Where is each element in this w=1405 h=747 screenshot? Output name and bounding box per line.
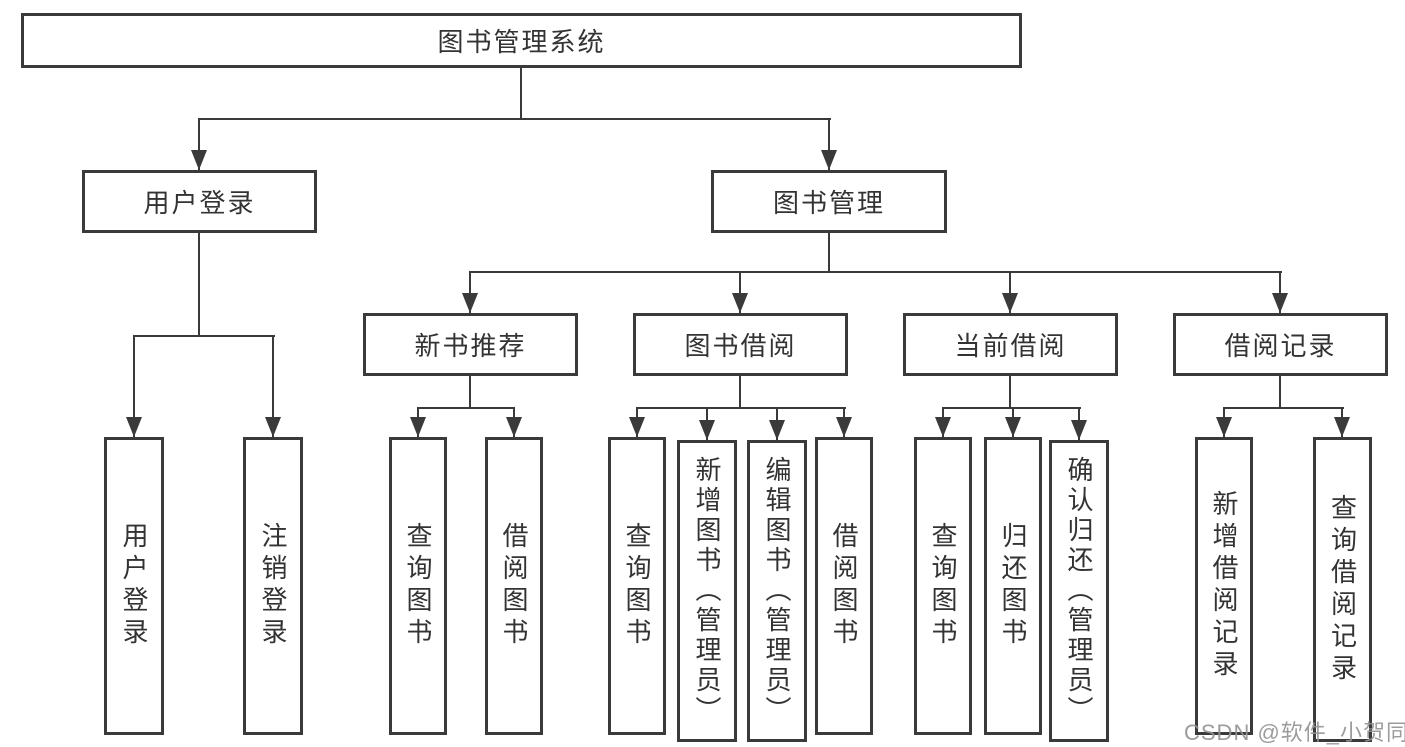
node-book-management: 图书管理 bbox=[711, 170, 947, 233]
watermark: CSDN @软件_小贺同学 bbox=[1184, 720, 1405, 745]
leaf-user-login: 用户登录 bbox=[104, 437, 164, 735]
connector-line bbox=[469, 271, 1282, 273]
connector-line bbox=[198, 118, 200, 170]
arrow-down-icon bbox=[935, 417, 951, 437]
arrow-down-icon bbox=[1334, 417, 1350, 437]
leaf-bb-borrow-books: 借阅图书 bbox=[815, 437, 873, 735]
node-borrowing-records: 借阅记录 bbox=[1173, 313, 1388, 376]
arrow-down-icon bbox=[126, 417, 142, 437]
leaf-cb-query-books: 查询图书 bbox=[914, 437, 972, 735]
connector-line bbox=[1279, 271, 1281, 313]
arrow-down-icon bbox=[1002, 293, 1018, 313]
connector-line bbox=[1009, 271, 1011, 313]
connector-line bbox=[739, 376, 741, 409]
arrow-down-icon bbox=[699, 420, 715, 440]
leaf-bb-edit-books-admin: 编辑图书（管理员） bbox=[747, 440, 807, 742]
connector-line bbox=[469, 271, 471, 313]
node-user-login: 用户登录 bbox=[82, 170, 317, 233]
leaf-cb-return-books: 归还图书 bbox=[984, 437, 1042, 735]
leaf-br-query-record: 查询借阅记录 bbox=[1313, 437, 1372, 742]
arrow-down-icon bbox=[462, 293, 478, 313]
leaf-br-add-record: 新增借阅记录 bbox=[1195, 437, 1253, 735]
leaf-cb-confirm-return-admin: 确认归还（管理员） bbox=[1049, 440, 1109, 742]
arrow-down-icon bbox=[410, 417, 426, 437]
connector-line bbox=[636, 407, 846, 409]
connector-line bbox=[1223, 407, 1344, 409]
connector-line bbox=[469, 376, 471, 409]
arrow-down-icon bbox=[1071, 420, 1087, 440]
connector-line bbox=[828, 118, 830, 170]
arrow-down-icon bbox=[629, 417, 645, 437]
connector-line bbox=[133, 335, 135, 437]
leaf-nb-query-books: 查询图书 bbox=[389, 437, 447, 735]
arrow-down-icon bbox=[1005, 417, 1021, 437]
connector-line bbox=[272, 335, 274, 437]
arrow-down-icon bbox=[732, 293, 748, 313]
connector-line bbox=[417, 407, 515, 409]
connector-line bbox=[1279, 376, 1281, 409]
leaf-logout: 注销登录 bbox=[243, 437, 303, 735]
arrow-down-icon bbox=[836, 417, 852, 437]
connector-line bbox=[942, 407, 1081, 409]
node-new-book-recommend: 新书推荐 bbox=[363, 313, 578, 376]
node-book-borrowing: 图书借阅 bbox=[633, 313, 848, 376]
leaf-bb-add-books-admin: 新增图书（管理员） bbox=[677, 440, 737, 742]
arrow-down-icon bbox=[265, 417, 281, 437]
arrow-down-icon bbox=[769, 420, 785, 440]
leaf-bb-query-books: 查询图书 bbox=[608, 437, 666, 735]
node-current-borrowing: 当前借阅 bbox=[903, 313, 1118, 376]
leaf-nb-borrow-books: 借阅图书 bbox=[485, 437, 543, 735]
connector-line bbox=[1009, 376, 1011, 409]
arrow-down-icon bbox=[191, 150, 207, 170]
connector-line bbox=[828, 233, 830, 273]
node-root: 图书管理系统 bbox=[21, 13, 1022, 68]
connector-line bbox=[133, 335, 275, 337]
arrow-down-icon bbox=[1216, 417, 1232, 437]
connector-line bbox=[520, 68, 522, 118]
arrow-down-icon bbox=[506, 417, 522, 437]
connector-line bbox=[198, 233, 200, 337]
connector-line bbox=[198, 118, 831, 120]
connector-line bbox=[739, 271, 741, 313]
arrow-down-icon bbox=[821, 150, 837, 170]
arrow-down-icon bbox=[1272, 293, 1288, 313]
